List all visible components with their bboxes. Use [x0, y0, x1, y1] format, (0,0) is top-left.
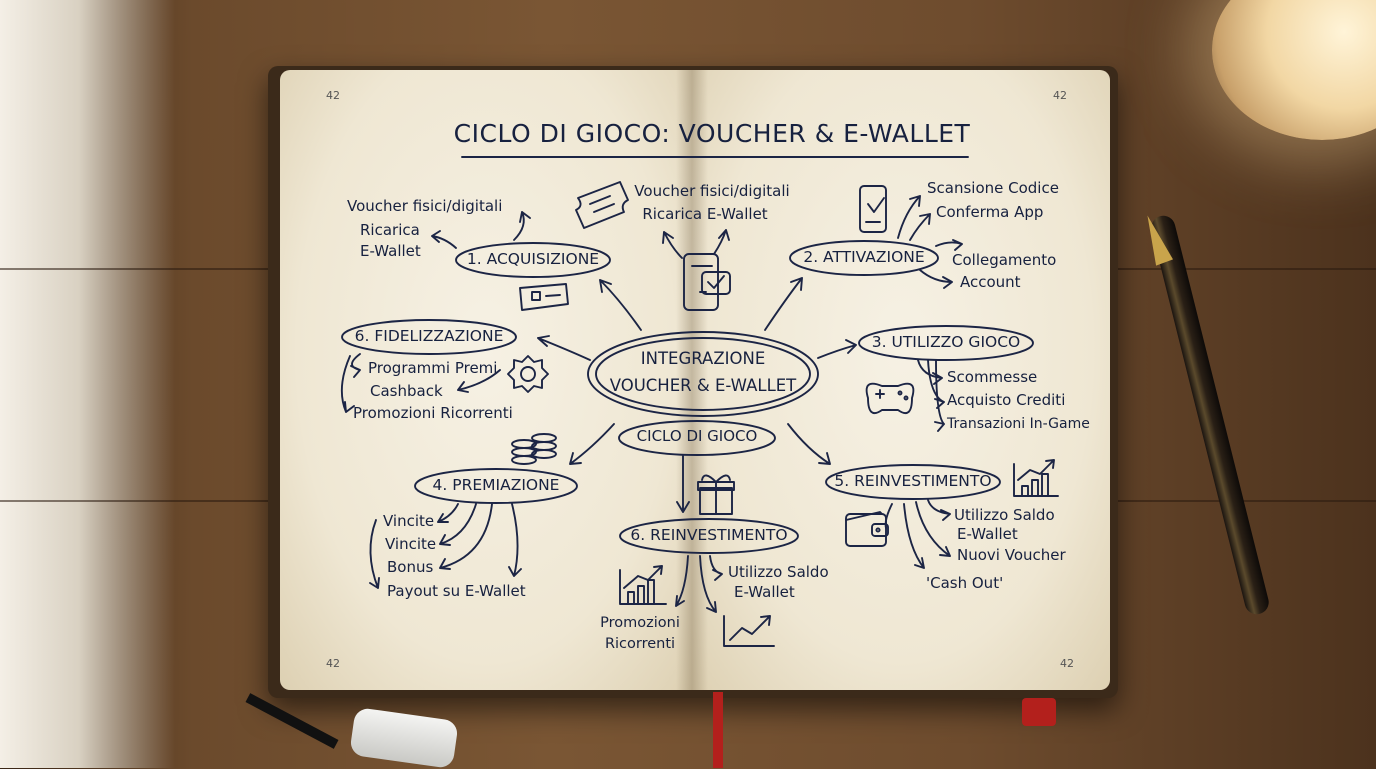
attivazione-item: Scansione Codice [927, 180, 1059, 197]
bookmark-ribbon-end [1022, 698, 1056, 726]
utilizzo-item: Scommesse [947, 369, 1037, 386]
node-acquisizione: 1. ACQUISIZIONE [467, 251, 599, 269]
acquisizione-item: Ricarica [360, 222, 420, 239]
bookmark-ribbon [713, 692, 723, 768]
fidelizzazione-item: Cashback [370, 383, 443, 400]
fountain-pen [1149, 213, 1271, 617]
fidelizzazione-item: Programmi Premi [368, 360, 497, 377]
fidelizzazione-item: Promozioni Ricorrenti [353, 405, 513, 422]
center-node-line2: VOUCHER & E-WALLET [610, 377, 797, 396]
acquisizione-item: E-Wallet [360, 243, 421, 260]
attivazione-item: Collegamento [952, 252, 1056, 269]
desk-lamp [1212, 0, 1376, 140]
reinvestimento-right-item: Utilizzo Saldo [954, 507, 1055, 524]
top-middle-line1: Voucher fisici/digitali [634, 183, 789, 200]
utilizzo-item: Acquisto Crediti [947, 392, 1065, 409]
premiazione-item: Vincite [385, 536, 436, 553]
top-middle-line2: Ricarica E-Wallet [642, 206, 767, 223]
premiazione-item: Payout su E-Wallet [387, 583, 526, 600]
node-premiazione: 4. PREMIAZIONE [433, 477, 560, 495]
acquisizione-item: Voucher fisici/digitali [347, 198, 502, 215]
node-reinvestimento-right: 5. REINVESTIMENTO [834, 473, 991, 491]
premiazione-item: Bonus [387, 559, 433, 576]
reinvestimento-bottom-item: Utilizzo Saldo [728, 564, 829, 581]
node-utilizzo-gioco: 3. UTILIZZO GIOCO [872, 334, 1020, 352]
reinvestimento-bottom-item: Promozioni [600, 615, 680, 632]
attivazione-item: Conferma App [936, 204, 1043, 221]
eraser [349, 707, 459, 769]
attivazione-item: Account [960, 274, 1021, 291]
window-light [0, 0, 175, 768]
pencil [246, 693, 339, 749]
reinvestimento-right-item: 'Cash Out' [926, 575, 1003, 592]
reinvestimento-right-item: Nuovi Voucher [957, 547, 1066, 564]
diagram-title: CICLO DI GIOCO: VOUCHER & E-WALLET [454, 120, 971, 149]
page-number: 42 [1053, 89, 1067, 102]
node-reinvestimento-bottom: 6. REINVESTIMENTO [630, 527, 787, 545]
reinvestimento-bottom-item: E-Wallet [734, 584, 795, 601]
utilizzo-item: Transazioni In-Game [947, 416, 1090, 432]
premiazione-item: Vincite [383, 513, 434, 530]
page-number: 42 [1060, 657, 1074, 670]
center-node-line1: INTEGRAZIONE [641, 350, 766, 369]
page-number: 42 [326, 657, 340, 670]
page-number: 42 [326, 89, 340, 102]
reinvestimento-right-item: E-Wallet [957, 526, 1018, 543]
reinvestimento-bottom-item: Ricorrenti [605, 636, 675, 653]
center-subtitle: CICLO DI GIOCO [637, 428, 758, 445]
node-attivazione: 2. ATTIVAZIONE [803, 249, 924, 267]
node-fidelizzazione: 6. FIDELIZZAZIONE [355, 328, 504, 346]
